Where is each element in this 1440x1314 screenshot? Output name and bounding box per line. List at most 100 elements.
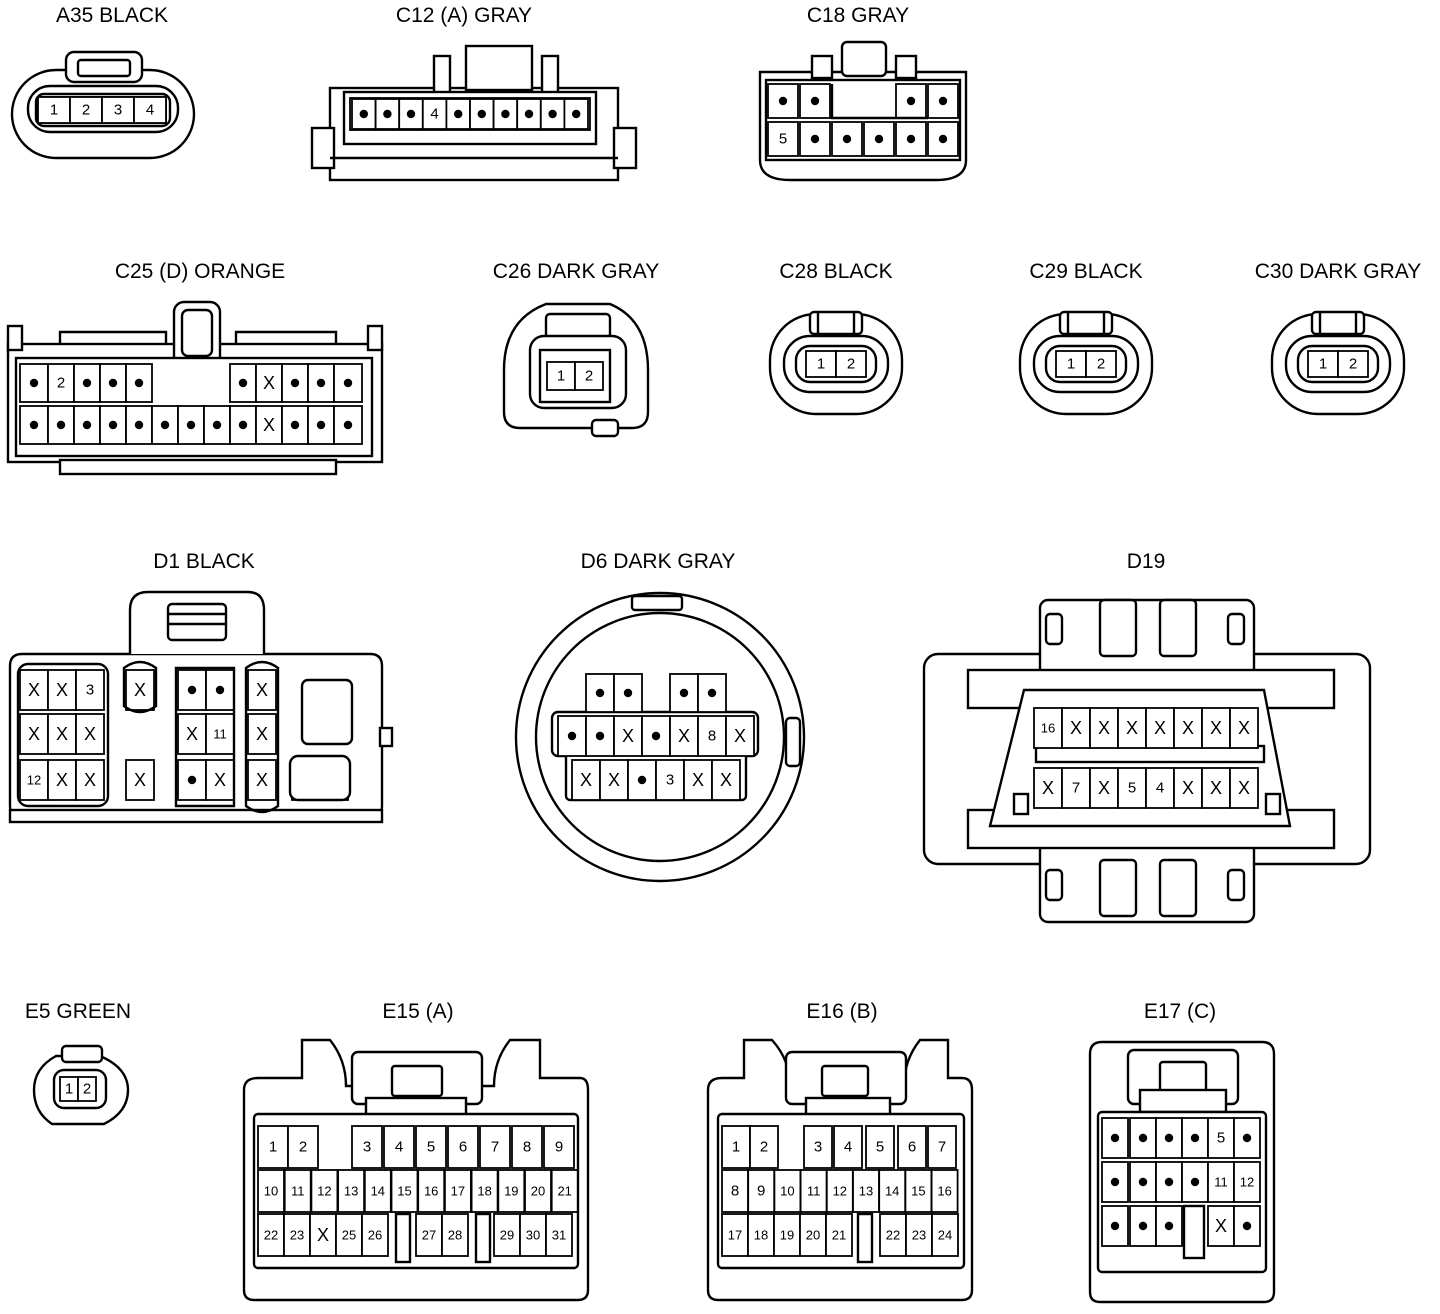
pin-label: 2 bbox=[57, 375, 65, 392]
connector-title: C25 (D) ORANGE bbox=[115, 260, 285, 283]
pin-label: X bbox=[720, 770, 732, 790]
pin-label: 1 bbox=[65, 1081, 73, 1098]
pin-label: 4 bbox=[1156, 780, 1164, 797]
pin-dot bbox=[637, 775, 647, 785]
pin-label: 14 bbox=[885, 1184, 899, 1199]
housing-outline bbox=[1318, 312, 1358, 334]
pin-dot bbox=[906, 134, 916, 144]
pin-dot bbox=[56, 420, 66, 430]
pin-label: 19 bbox=[780, 1228, 794, 1243]
pin-cell bbox=[447, 1125, 479, 1169]
housing-part bbox=[366, 324, 384, 352]
connector-title: C12 (A) GRAY bbox=[396, 4, 532, 27]
pin-dot bbox=[343, 420, 353, 430]
pin-cell bbox=[749, 1125, 779, 1169]
housing-outline bbox=[244, 660, 280, 814]
pin-cell bbox=[799, 1213, 827, 1257]
pin-cell bbox=[721, 1213, 749, 1257]
pin-dot bbox=[187, 775, 197, 785]
pin-cell bbox=[905, 1213, 933, 1257]
pin-dot bbox=[215, 685, 225, 695]
pin-label: 8 bbox=[708, 728, 716, 745]
pin-cell bbox=[470, 1169, 499, 1213]
housing-part bbox=[1038, 840, 1256, 924]
pin-cell bbox=[803, 1125, 833, 1169]
pin-dot bbox=[82, 420, 92, 430]
pin-label: 9 bbox=[555, 1139, 563, 1156]
pin-label: 1 bbox=[732, 1139, 740, 1156]
pin-label: 5 bbox=[1217, 1130, 1225, 1147]
pin-cell bbox=[697, 673, 727, 713]
housing-part bbox=[1226, 868, 1246, 902]
housing-outline bbox=[58, 330, 168, 344]
housing-part bbox=[1058, 310, 1114, 336]
pin-label: 16 bbox=[424, 1184, 438, 1199]
housing-part bbox=[544, 312, 612, 340]
pin-dot bbox=[29, 378, 39, 388]
housing-part bbox=[6, 324, 24, 352]
pin-cell bbox=[825, 1169, 854, 1213]
pin-label: 16 bbox=[937, 1184, 951, 1199]
pin-label: X bbox=[263, 415, 275, 435]
housing-part bbox=[58, 458, 338, 476]
pin-label: 1 bbox=[50, 102, 58, 119]
pin-cell bbox=[415, 1213, 443, 1257]
pin-cell bbox=[863, 121, 895, 157]
pin-dot bbox=[595, 688, 605, 698]
pin-label: 4 bbox=[146, 102, 154, 119]
housing-part bbox=[894, 54, 918, 80]
pin-label: 5 bbox=[876, 1139, 884, 1156]
pin-cell bbox=[1117, 767, 1147, 809]
pin-label: 21 bbox=[557, 1184, 571, 1199]
pin-label: 3 bbox=[666, 772, 674, 789]
pin-cell bbox=[833, 1125, 863, 1169]
housing-outline bbox=[816, 312, 856, 334]
pin-cell bbox=[1337, 350, 1369, 378]
pin-cell bbox=[335, 1213, 363, 1257]
pin-label: 2 bbox=[1097, 356, 1105, 373]
pin-cell bbox=[283, 1213, 311, 1257]
pin-label: X bbox=[263, 373, 275, 393]
housing-part bbox=[1038, 598, 1256, 682]
pin-dot bbox=[810, 134, 820, 144]
pin-label: 4 bbox=[395, 1139, 403, 1156]
pin-cell bbox=[1117, 707, 1147, 749]
pin-label: 2 bbox=[299, 1139, 307, 1156]
pin-dot bbox=[212, 420, 222, 430]
pin-dot bbox=[1110, 1177, 1120, 1187]
pin-cell bbox=[283, 1169, 312, 1213]
pin-label: X bbox=[1182, 778, 1194, 798]
pin-label: 7 bbox=[491, 1139, 499, 1156]
pin-label: X bbox=[56, 680, 68, 700]
pin-label: 22 bbox=[886, 1228, 900, 1243]
connector-title: D1 BLACK bbox=[153, 550, 255, 573]
pin-cell bbox=[415, 1125, 447, 1169]
pin-cell bbox=[19, 759, 49, 801]
housing-part bbox=[540, 54, 560, 98]
connector-C12: C12 (A) GRAY 4 bbox=[310, 4, 638, 182]
housing-part bbox=[474, 1212, 492, 1264]
connector-title: C18 GRAY bbox=[807, 4, 909, 27]
pin-cell bbox=[599, 759, 629, 801]
pin-dot bbox=[29, 420, 39, 430]
pin-cell bbox=[545, 1213, 573, 1257]
pin-cell bbox=[825, 1213, 853, 1257]
housing-part bbox=[808, 310, 864, 336]
pin-label: 2 bbox=[760, 1139, 768, 1156]
pin-label: 4 bbox=[430, 106, 438, 123]
pin-cell bbox=[441, 1213, 469, 1257]
pin-label: 4 bbox=[844, 1139, 852, 1156]
pin-dot bbox=[1164, 1221, 1174, 1231]
pin-dot bbox=[1110, 1133, 1120, 1143]
pin-cell bbox=[747, 1213, 775, 1257]
pin-label: 8 bbox=[523, 1139, 531, 1156]
pin-label: 10 bbox=[264, 1184, 278, 1199]
pin-cell bbox=[543, 1125, 575, 1169]
pin-dot bbox=[1138, 1221, 1148, 1231]
pin-cell bbox=[865, 1125, 895, 1169]
pin-label: X bbox=[28, 724, 40, 744]
pin-dot bbox=[1190, 1133, 1200, 1143]
pin-cell bbox=[1061, 707, 1091, 749]
